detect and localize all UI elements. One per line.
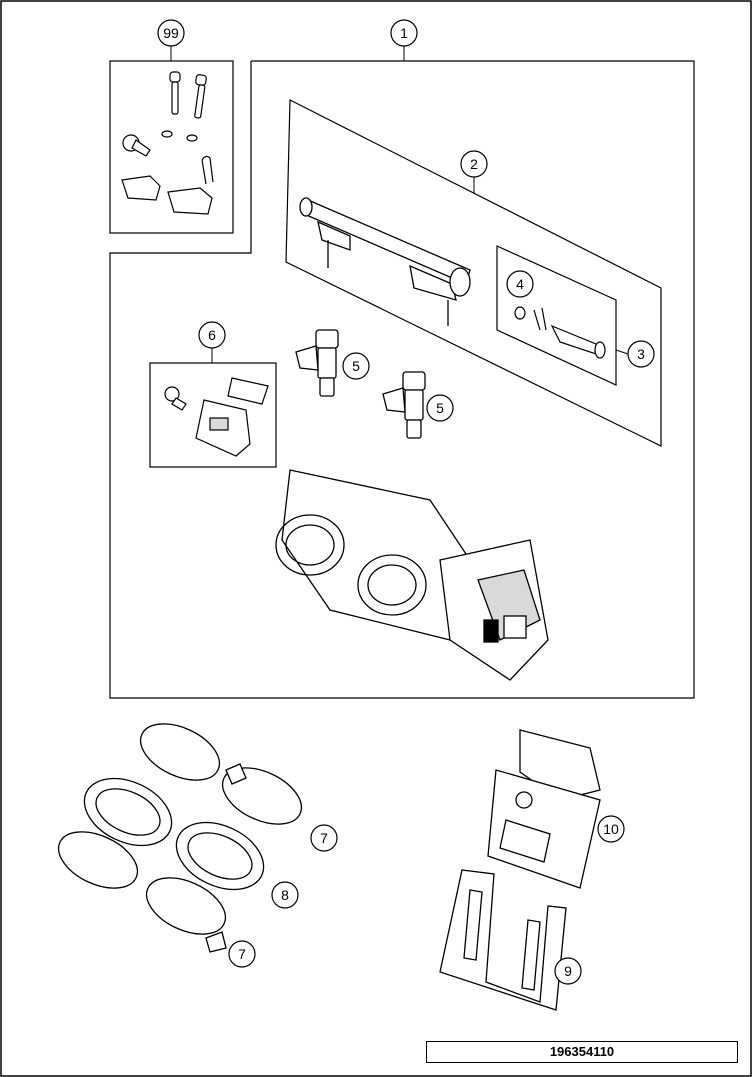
fuel-rail-icon: [299, 197, 471, 326]
fuel-injector-icon: [295, 329, 426, 439]
svg-text:2: 2: [470, 156, 478, 172]
svg-text:99: 99: [163, 25, 179, 41]
callout-5-upper: 5: [342, 352, 370, 380]
svg-text:4: 4: [516, 276, 524, 292]
svg-text:7: 7: [238, 946, 246, 962]
hose-clamp-icon: [57, 723, 303, 953]
fastener-kit-group: [109, 45, 234, 234]
svg-text:1: 1: [400, 25, 408, 41]
callout-6: 6: [198, 321, 226, 349]
connector-icon: [514, 306, 606, 359]
intake-boot-icon: [83, 777, 265, 891]
svg-text:6: 6: [208, 327, 216, 343]
callout-10: 10: [597, 815, 625, 843]
callout-2: 2: [460, 150, 488, 178]
callout-99: 99: [157, 19, 185, 47]
callout-5-lower: 5: [426, 394, 454, 422]
svg-text:3: 3: [637, 346, 645, 362]
svg-text:5: 5: [352, 358, 360, 374]
callout-8: 8: [271, 881, 299, 909]
callout-7-upper: 7: [310, 824, 338, 852]
ecu-bracket-icon: [439, 869, 567, 1011]
throttle-body-icon: [275, 469, 549, 681]
svg-text:5: 5: [436, 400, 444, 416]
map-sensor-icon: [164, 377, 269, 457]
svg-text:7: 7: [320, 830, 328, 846]
callout-9: 9: [554, 957, 582, 985]
callout-1: 1: [390, 19, 418, 47]
svg-text:9: 9: [564, 963, 572, 979]
sensor-6-frame: [149, 362, 277, 468]
callout-3: 3: [627, 340, 655, 368]
callout-4: 4: [506, 270, 534, 298]
svg-text:10: 10: [603, 821, 619, 837]
connector-3-frame: [496, 245, 617, 386]
svg-text:8: 8: [281, 887, 289, 903]
fuel-rail-frame: [285, 99, 662, 447]
ecu-icon: [487, 729, 601, 889]
assembly-1-frame: [109, 60, 695, 699]
part-number-label: 196354110: [426, 1041, 738, 1063]
bolt-icon: [121, 71, 214, 215]
callout-7-lower: 7: [228, 940, 256, 968]
